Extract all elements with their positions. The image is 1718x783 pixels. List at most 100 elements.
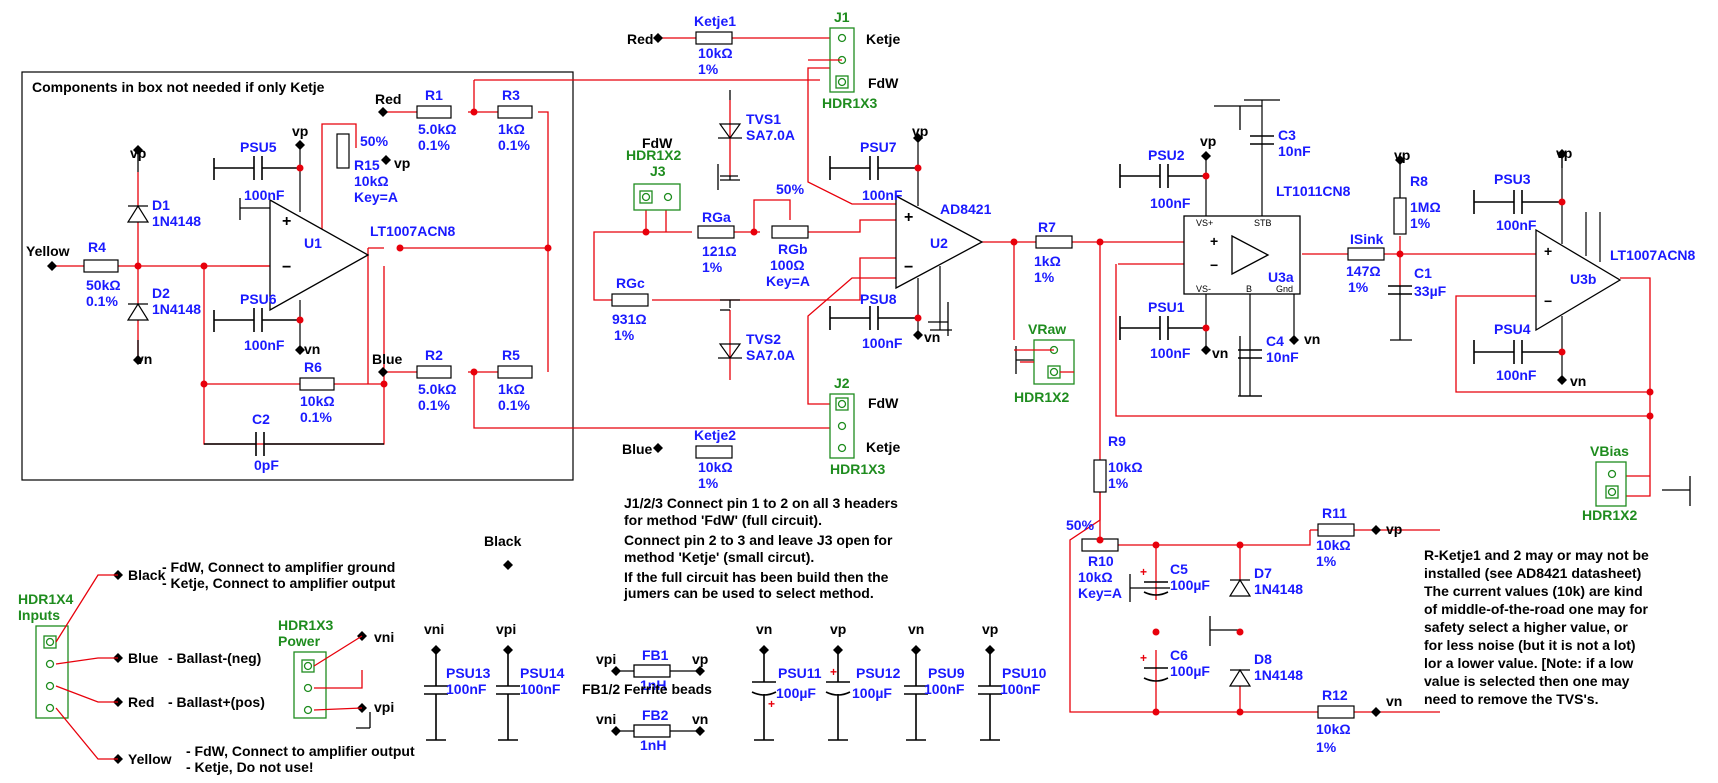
- power-vni: vni: [374, 629, 394, 645]
- r1-value: 5.0kΩ: [418, 121, 456, 137]
- j2-name: J2: [834, 375, 850, 391]
- r4-tol: 0.1%: [86, 293, 118, 309]
- u3b-name: U3b: [1570, 271, 1596, 287]
- d1-diode: [126, 204, 150, 223]
- optional-components-box: [21, 71, 574, 481]
- rgb-name: RGb: [778, 241, 808, 257]
- inputs-name: Inputs: [18, 607, 60, 623]
- psu1-name: PSU1: [1148, 299, 1185, 315]
- psu1-value: 100nF: [1150, 345, 1191, 361]
- rail-vni-b: vni: [424, 621, 444, 637]
- r6-resistor: [299, 377, 335, 391]
- r9-name: R9: [1108, 433, 1126, 449]
- fb1-out: vp: [692, 651, 708, 667]
- psu10-value: 100nF: [1000, 681, 1041, 697]
- d2-value: 1N4148: [152, 301, 201, 317]
- svg-text:+: +: [1140, 565, 1147, 579]
- in-yellow-1: - FdW, Connect to amplifier output: [186, 743, 415, 759]
- headers: [35, 27, 1627, 719]
- op-amps: [269, 194, 1622, 332]
- u1-opamp: [269, 198, 370, 312]
- u3a-triangle: [1231, 234, 1270, 276]
- svg-text:+: +: [1544, 243, 1552, 259]
- psu10-name: PSU10: [1002, 665, 1047, 681]
- rail-vp-5: vp: [1200, 133, 1216, 149]
- svg-text:+: +: [768, 697, 775, 711]
- c1-value: 33µF: [1414, 283, 1447, 299]
- psu9-name: PSU9: [928, 665, 965, 681]
- tvs1-value: SA7.0A: [746, 127, 795, 143]
- u1-name: U1: [304, 235, 322, 251]
- psu5-value: 100nF: [244, 187, 285, 203]
- psu7-value: 100nF: [862, 187, 903, 203]
- box-title: Components in box not needed if only Ket…: [32, 79, 325, 95]
- rail-vpi-b: vpi: [496, 621, 516, 637]
- d7-name: D7: [1254, 565, 1272, 581]
- r9-tol: 1%: [1108, 475, 1129, 491]
- rail-vn-5: vn: [1212, 345, 1228, 361]
- c6-name: C6: [1170, 647, 1188, 663]
- j1-type: HDR1X3: [822, 95, 877, 111]
- svg-text:+: +: [1210, 233, 1218, 249]
- u3a-pin-b: B: [1246, 284, 1252, 294]
- r-note-8: value is selected then one may: [1424, 673, 1630, 689]
- black-wires: [356, 105, 1691, 729]
- rail-vn-4: vn: [924, 329, 940, 345]
- r1-name: R1: [425, 87, 443, 103]
- ketje1-value: 10kΩ: [698, 45, 733, 61]
- r2-tol: 0.1%: [418, 397, 450, 413]
- wires: [52, 37, 1651, 713]
- d8-value: 1N4148: [1254, 667, 1303, 683]
- ketje2-tol: 1%: [698, 475, 719, 491]
- svg-text:−: −: [1210, 257, 1218, 273]
- rga-resistor: [697, 225, 735, 239]
- r6-value: 10kΩ: [300, 393, 335, 409]
- isink-resistor: [1347, 247, 1385, 261]
- r4-resistor: [83, 259, 119, 273]
- r12-name: R12: [1322, 687, 1348, 703]
- polarity-marks: ++ ++: [768, 565, 1147, 711]
- r5-tol: 0.1%: [498, 397, 530, 413]
- d2-diode: [126, 302, 150, 321]
- svg-text:+: +: [282, 213, 291, 230]
- labels: R4 50kΩ 0.1% D1 1N4148 D2 1N4148 PSU5 10…: [86, 13, 1696, 755]
- j-note: J1/2/3 Connect pin 1 to 2 on all 3 heade…: [623, 495, 898, 601]
- psu3-value: 100nF: [1496, 217, 1537, 233]
- j3-type: HDR1X2: [626, 147, 681, 163]
- fb2-value: 1nH: [640, 737, 666, 753]
- capacitors: [204, 135, 1562, 741]
- r2-resistor: [416, 365, 452, 379]
- r8-name: R8: [1410, 173, 1428, 189]
- rail-vp-4: vp: [912, 123, 928, 139]
- isink-name: ISink: [1350, 231, 1384, 247]
- psu14-value: 100nF: [520, 681, 561, 697]
- rgc-resistor: [611, 293, 649, 307]
- isink-tol: 1%: [1348, 279, 1369, 295]
- vraw-type: HDR1X2: [1014, 389, 1069, 405]
- fb1-name: FB1: [642, 647, 669, 663]
- psu2-value: 100nF: [1150, 195, 1191, 211]
- r3-name: R3: [502, 87, 520, 103]
- r9-value: 10kΩ: [1108, 459, 1143, 475]
- psu2-name: PSU2: [1148, 147, 1185, 163]
- psu12-name: PSU12: [856, 665, 901, 681]
- c5-value: 100µF: [1170, 577, 1210, 593]
- fb1-value: 1nH: [640, 677, 666, 693]
- j-note-1: J1/2/3 Connect pin 1 to 2 on all 3 heade…: [624, 495, 898, 511]
- u2-part: AD8421: [940, 201, 992, 217]
- j2-ketje: Ketje: [866, 439, 900, 455]
- j2-fdw: FdW: [868, 395, 899, 411]
- c4-name: C4: [1266, 333, 1284, 349]
- r8-tol: 1%: [1410, 215, 1431, 231]
- rail-vp-9: vp: [1386, 521, 1402, 537]
- rail-vp-8: vp: [1556, 145, 1572, 161]
- in-red-note: - Ballast+(pos): [168, 694, 265, 710]
- net-blue-1: Blue: [372, 351, 403, 367]
- d1-value: 1N4148: [152, 213, 201, 229]
- j-note-2: for method 'FdW' (full circuit).: [624, 512, 822, 528]
- d7-value: 1N4148: [1254, 581, 1303, 597]
- fb2-name: FB2: [642, 707, 669, 723]
- in-blue: Blue: [128, 650, 159, 666]
- u3b-opamp: [1535, 228, 1622, 332]
